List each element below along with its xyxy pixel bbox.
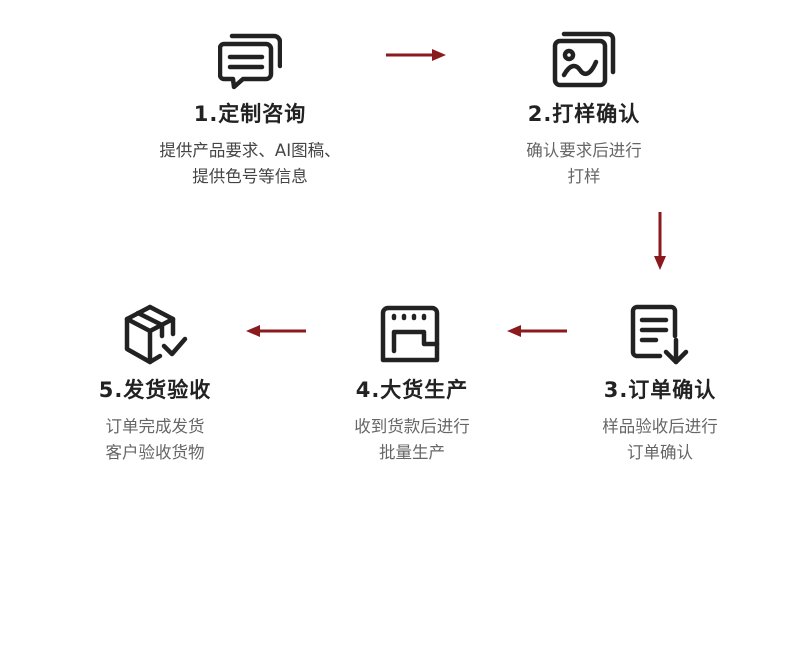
step-title: 1.定制咨询: [193, 102, 307, 126]
step-description: 订单完成发货 客户验收货物: [105, 417, 205, 462]
image-frame-icon: [552, 31, 616, 88]
step-title: 3.订单确认: [603, 378, 717, 402]
step-description: 提供产品要求、AI图稿、 提供色号等信息: [159, 141, 341, 186]
step-description: 收到货款后进行 批量生产: [354, 417, 470, 462]
step-5: 5.发货验收 订单完成发货 客户验收货物: [45, 304, 265, 466]
sewing-machine-icon: [380, 305, 440, 363]
arrow-left-3-to-4: [507, 325, 567, 337]
step-title: 5.发货验收: [98, 378, 212, 402]
step-3: 3.订单确认 样品验收后进行 订单确认: [550, 304, 770, 466]
arrow-left-4-to-5: [246, 325, 306, 337]
arrow-right-1-to-2: [386, 49, 446, 61]
package-check-icon: [124, 304, 188, 365]
step-1: 1.定制咨询 提供产品要求、AI图稿、 提供色号等信息: [140, 28, 360, 190]
step-description: 确认要求后进行 打样: [526, 141, 642, 186]
arrow-down-2-to-3: [654, 212, 666, 270]
document-download-icon: [630, 304, 689, 365]
step-description: 样品验收后进行 订单确认: [602, 417, 718, 462]
step-4: 4.大货生产 收到货款后进行 批量生产: [302, 304, 522, 466]
step-title: 4.大货生产: [355, 378, 469, 402]
chat-bubbles-icon: [218, 33, 282, 90]
step-2: 2.打样确认 确认要求后进行 打样: [474, 28, 694, 190]
step-title: 2.打样确认: [527, 102, 641, 126]
